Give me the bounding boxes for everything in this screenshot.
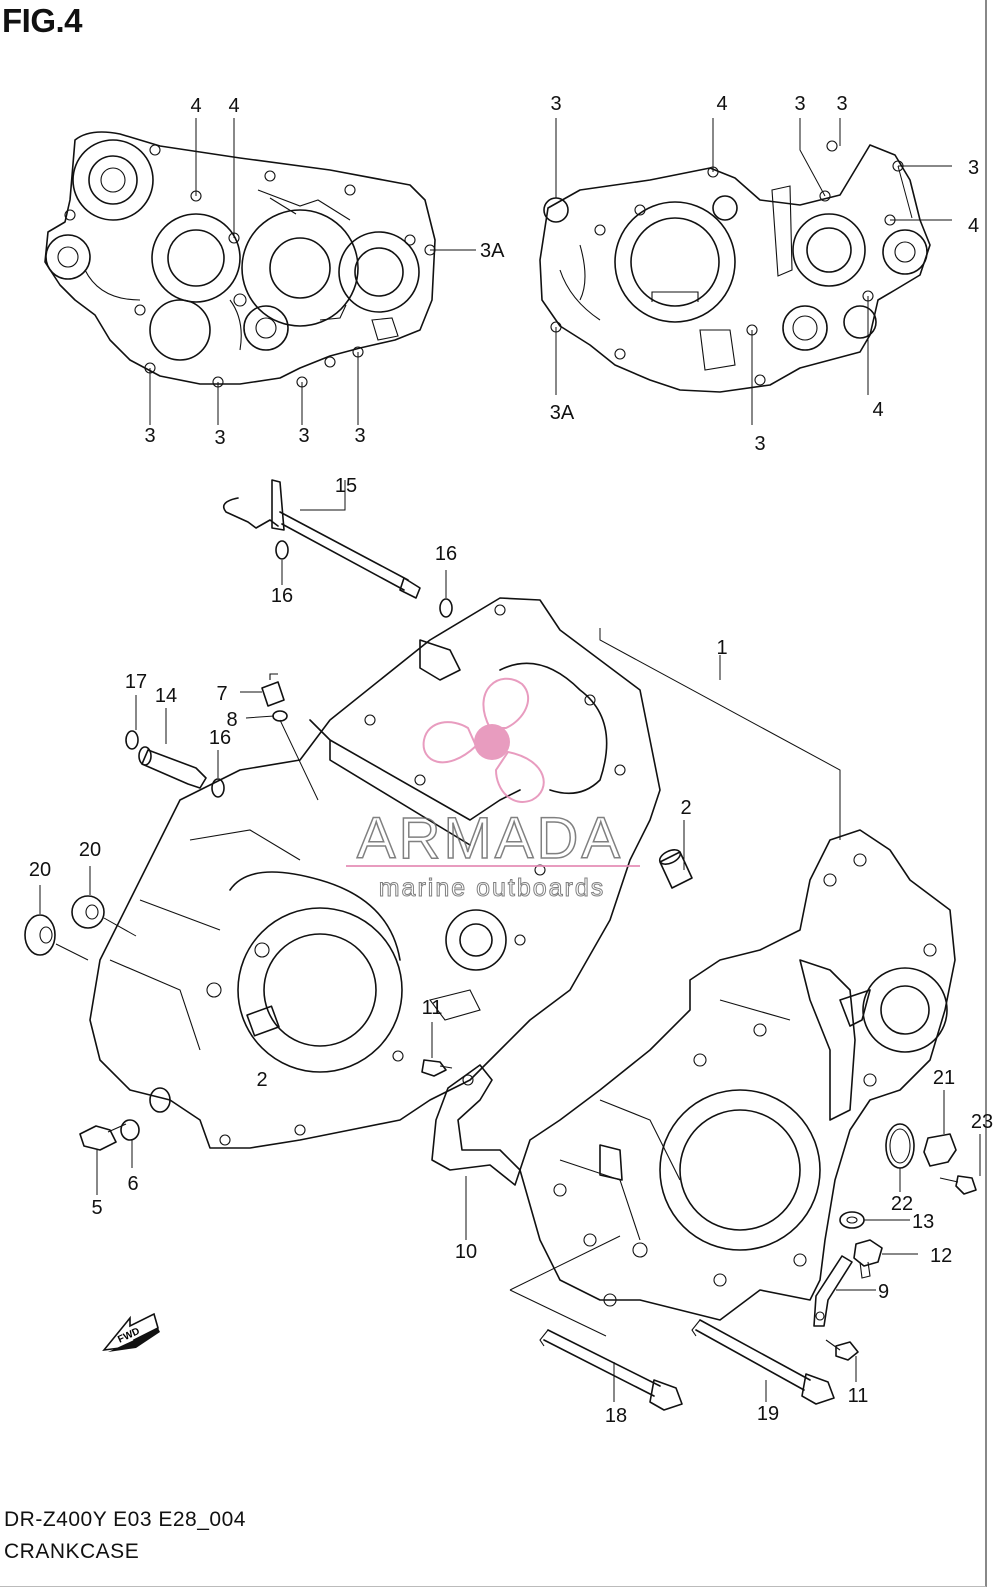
callout-3-right-c: 3 [836, 93, 847, 115]
callout-16-b: 16 [435, 543, 457, 565]
callout-19: 19 [757, 1403, 779, 1425]
callout-18: 18 [605, 1405, 627, 1427]
wire-guide-bracket [431, 1064, 521, 1186]
callout-11-b: 11 [848, 1385, 869, 1407]
crankcase-right-main [519, 829, 956, 1321]
callout-4-right-c: 4 [872, 399, 883, 421]
callout-2-left: 2 [256, 1069, 267, 1091]
crankcase-left-half-inner-view [44, 131, 436, 388]
callout-14: 14 [155, 685, 177, 707]
callout-3-right-d: 3 [968, 157, 979, 179]
crankcase-left-main [89, 597, 661, 1149]
bolt-upper [421, 1059, 453, 1077]
callout-20-b: 20 [79, 839, 101, 861]
callout-3-left-b: 3 [214, 427, 225, 449]
callout-3-right-e: 3 [754, 433, 765, 455]
plug-bolt-and-washer [79, 1119, 140, 1151]
watermark-logo: ARMADA marine outboards [346, 677, 640, 903]
seal-washers [24, 895, 105, 956]
callout-3a-left: 3A [480, 240, 505, 262]
crankcase-right-half-inner-view [539, 140, 931, 393]
callout-4-left-b: 4 [228, 95, 239, 117]
callout-16-a: 16 [271, 585, 293, 607]
callout-6: 6 [127, 1173, 138, 1195]
callout-16-c: 16 [209, 727, 231, 749]
callout-13: 13 [912, 1211, 934, 1233]
callout-5: 5 [91, 1197, 102, 1219]
callout-3-right-a: 3 [550, 93, 561, 115]
section-name: CRANKCASE [4, 1540, 140, 1563]
figure-title: FIG.4 [2, 2, 83, 39]
model-code: DR-Z400Y E03 E28_004 [4, 1508, 246, 1531]
propeller-icon [422, 677, 545, 803]
bolt-lower [825, 1339, 859, 1361]
watermark-tagline: marine outboards [379, 874, 606, 902]
callout-4-right-b: 4 [968, 215, 979, 237]
callout-12: 12 [930, 1245, 952, 1267]
callout-17: 17 [125, 671, 147, 693]
hose-clamp-bracket [813, 1255, 853, 1327]
callout-9: 9 [878, 1281, 889, 1303]
callout-22: 22 [891, 1193, 913, 1215]
forward-direction-icon [102, 1312, 160, 1352]
callout-4-left-a: 4 [190, 95, 201, 117]
watermark-brand: ARMADA [357, 806, 623, 871]
callout-3-left-a: 3 [144, 425, 155, 447]
callout-3-right-b: 3 [794, 93, 805, 115]
long-crankcase-bolts [539, 1319, 835, 1411]
callout-20-a: 20 [29, 859, 51, 881]
callout-3a-right: 3A [550, 402, 575, 424]
oil-pipe-assembly [222, 479, 453, 618]
callout-11-a: 11 [422, 997, 443, 1019]
callout-3-left-d: 3 [354, 425, 365, 447]
callout-21: 21 [933, 1067, 955, 1089]
callout-2-right: 2 [680, 797, 691, 819]
drain-plug-and-washer [839, 1211, 883, 1279]
callout-15: 15 [335, 475, 357, 497]
callout-23: 23 [971, 1111, 993, 1133]
dowel-pin-right [658, 849, 693, 889]
callout-8: 8 [226, 709, 237, 731]
callout-4-right-a: 4 [716, 93, 727, 115]
callout-10: 10 [455, 1241, 477, 1263]
callout-3-left-c: 3 [298, 425, 309, 447]
callout-1: 1 [716, 637, 727, 659]
oil-jet-and-pin-set [125, 673, 288, 798]
callout-7: 7 [216, 683, 227, 705]
